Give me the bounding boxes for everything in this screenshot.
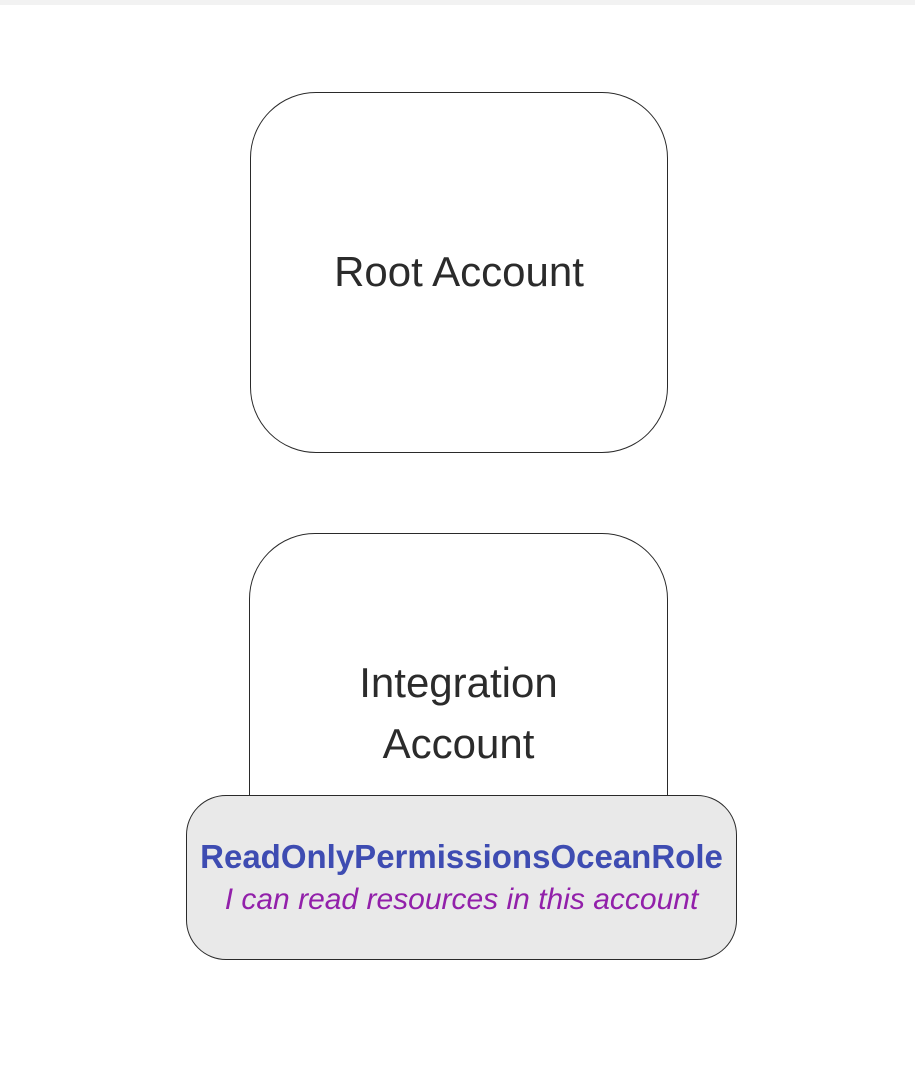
root-account-node: Root Account: [250, 92, 668, 453]
role-badge: ReadOnlyPermissionsOceanRole I can read …: [186, 795, 737, 960]
role-description: I can read resources in this account: [224, 883, 699, 917]
root-account-label: Root Account: [334, 248, 584, 296]
integration-account-label: Integration Account: [359, 659, 558, 767]
role-name: ReadOnlyPermissionsOceanRole: [200, 837, 723, 875]
top-edge-strip: [0, 0, 915, 5]
